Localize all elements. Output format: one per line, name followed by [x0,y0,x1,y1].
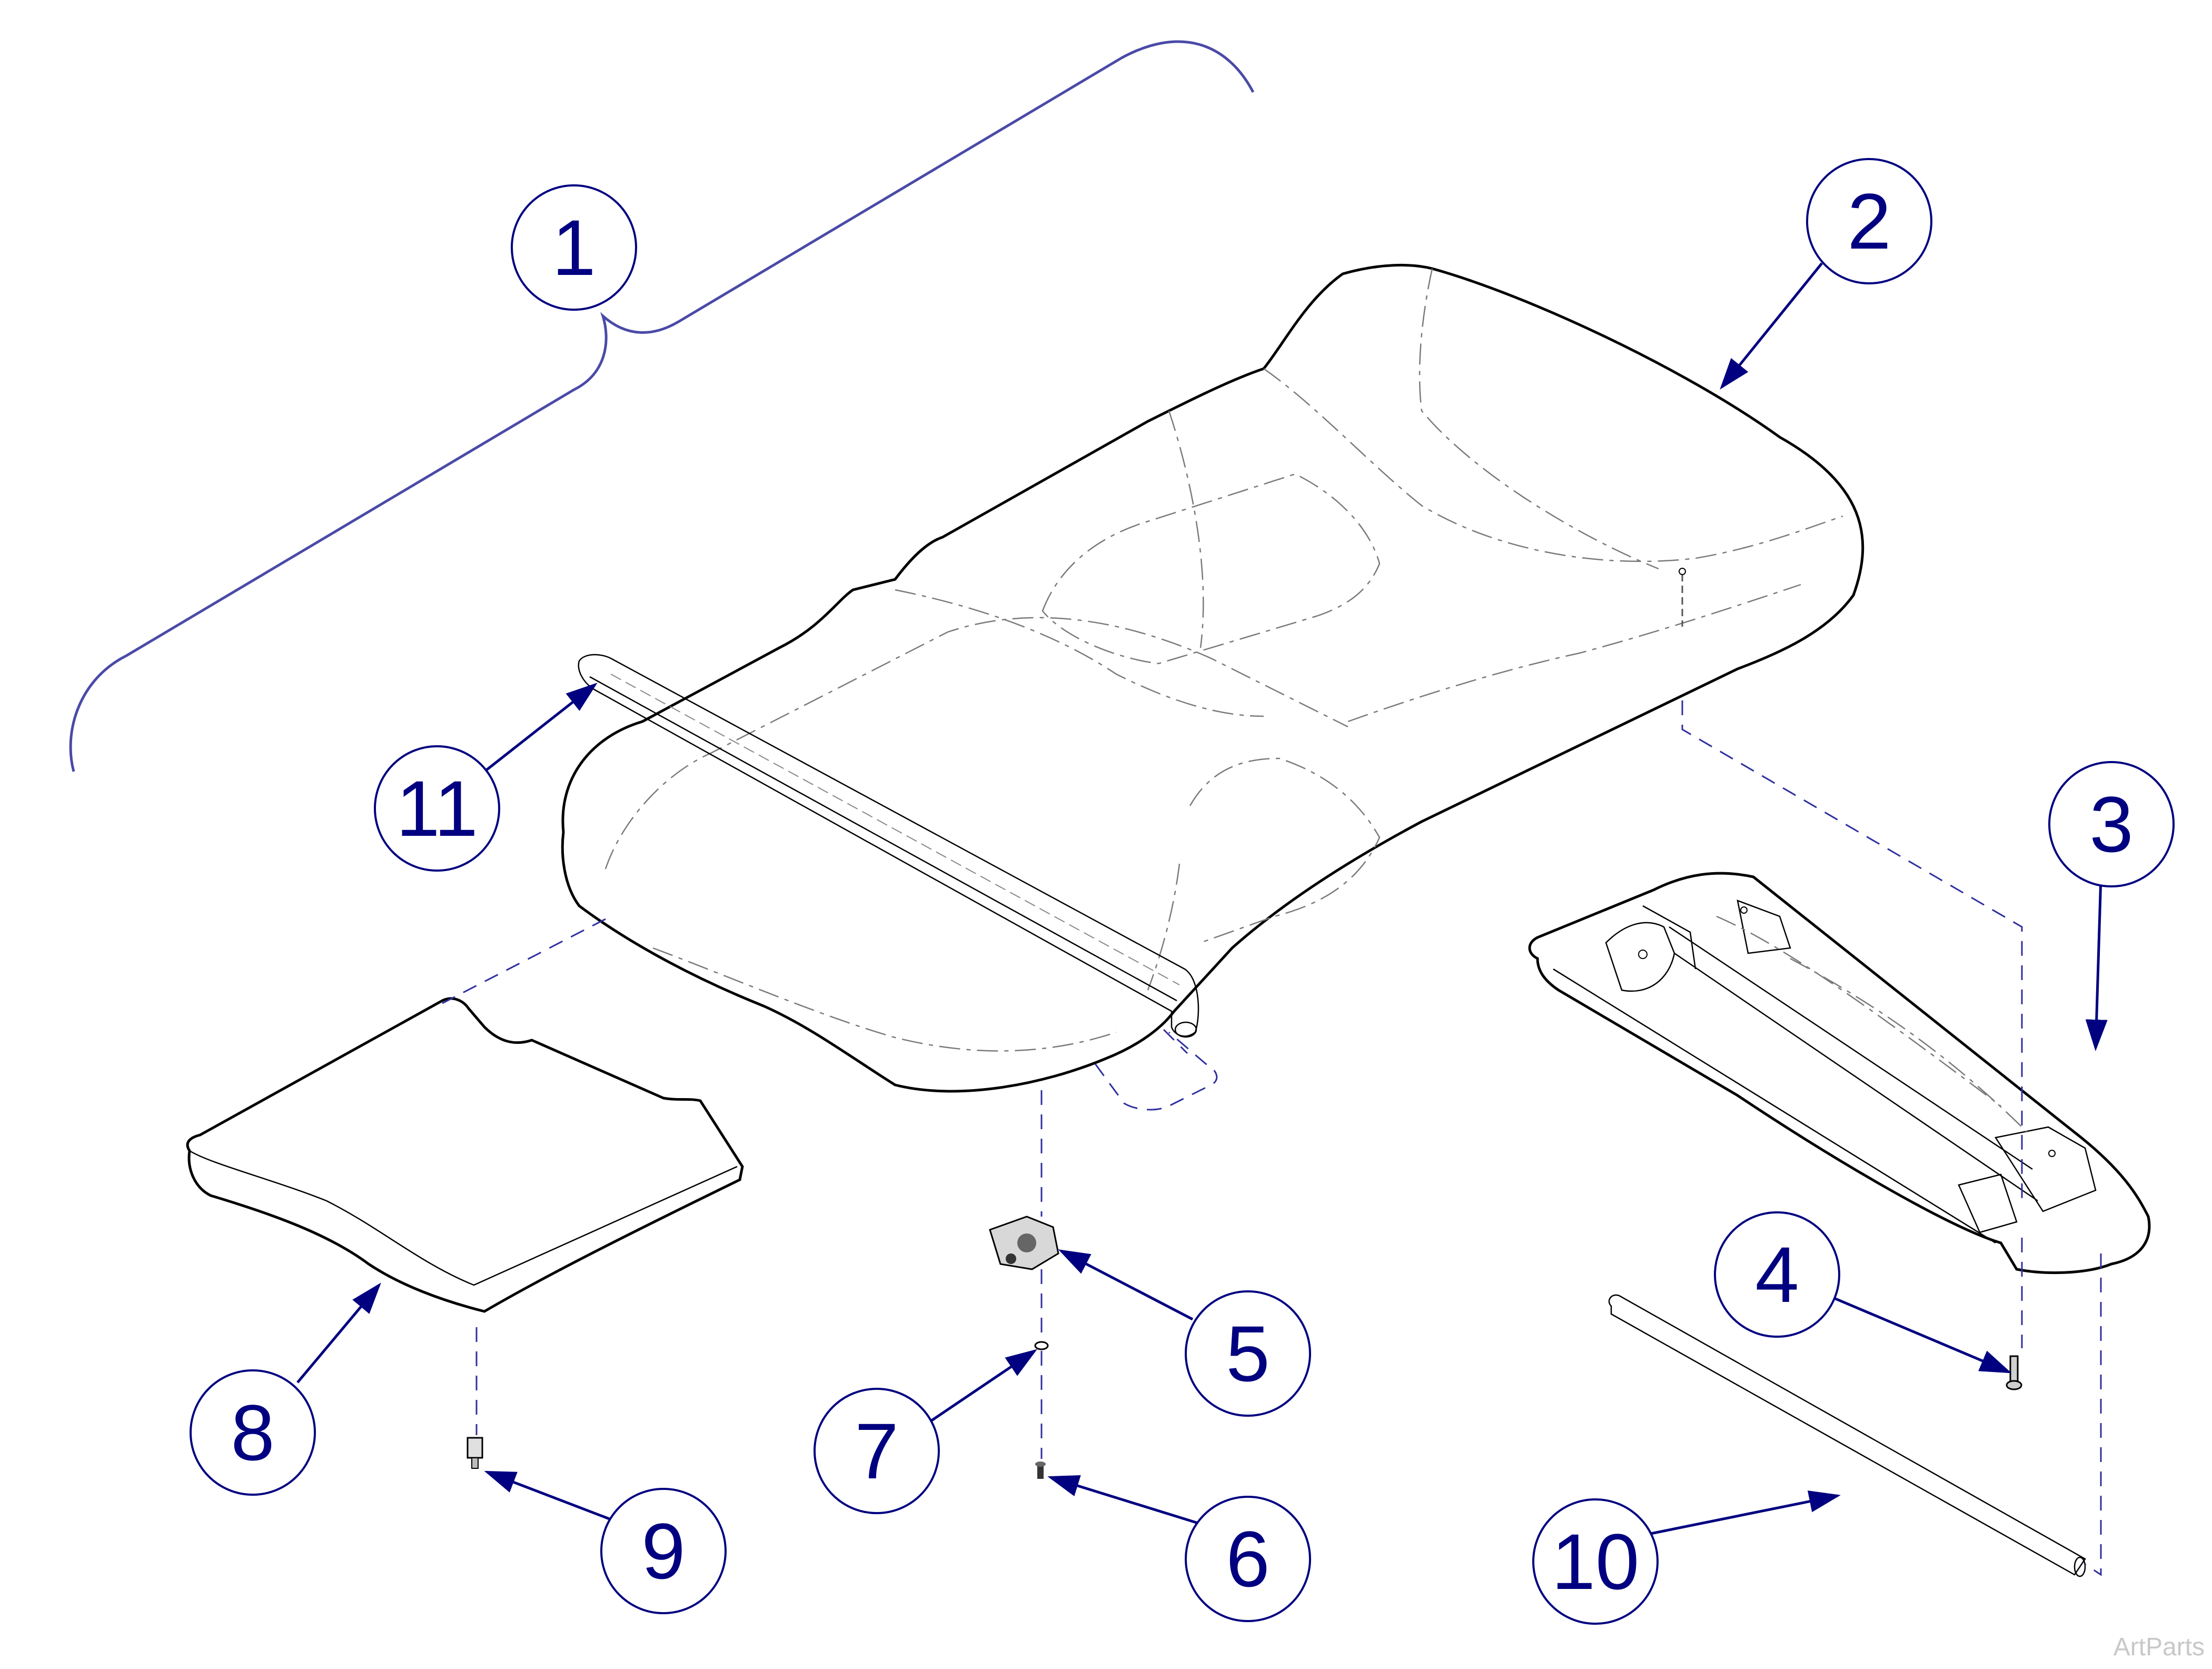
callout-5-label: 5 [1226,1309,1269,1398]
watermark: ArtParts [2113,1633,2205,1661]
trim-strip-part [578,654,1199,1038]
callout-3: 3 [2048,761,2175,887]
callout-10: 10 [1532,1498,1659,1625]
callout-10-label: 10 [1552,1517,1640,1606]
stud-part [467,1437,483,1469]
callout-4: 4 [1714,1211,1840,1338]
callout-3-label: 3 [2089,780,2133,868]
callout-11-label: 11 [396,764,478,853]
hinge-housing-part [1528,872,2151,1275]
pad-part [186,997,744,1313]
callout-2: 2 [1806,158,1932,284]
clip-part [989,1216,1059,1270]
callout-6-label: 6 [1226,1515,1269,1603]
screw-part [1035,1461,1046,1479]
callout-1: 1 [511,184,637,311]
assembly-bracket [69,40,1255,772]
rod-part [1608,1294,2086,1577]
callout-11: 11 [374,745,500,872]
callout-1-label: 1 [552,203,596,292]
callout-9: 9 [600,1488,727,1614]
callout-8: 8 [190,1369,316,1496]
callout-2-label: 2 [1847,177,1891,265]
callout-6: 6 [1185,1496,1311,1622]
callout-7: 7 [814,1388,940,1514]
callout-5: 5 [1185,1290,1311,1417]
callout-7-label: 7 [855,1407,898,1495]
callout-4-label: 4 [1755,1230,1799,1319]
seat-upholstery-part [561,263,1864,1093]
callout-9-label: 9 [641,1507,685,1595]
callout-8-label: 8 [231,1388,274,1477]
washer-part [1034,1341,1049,1350]
bolt-part [2006,1355,2022,1390]
